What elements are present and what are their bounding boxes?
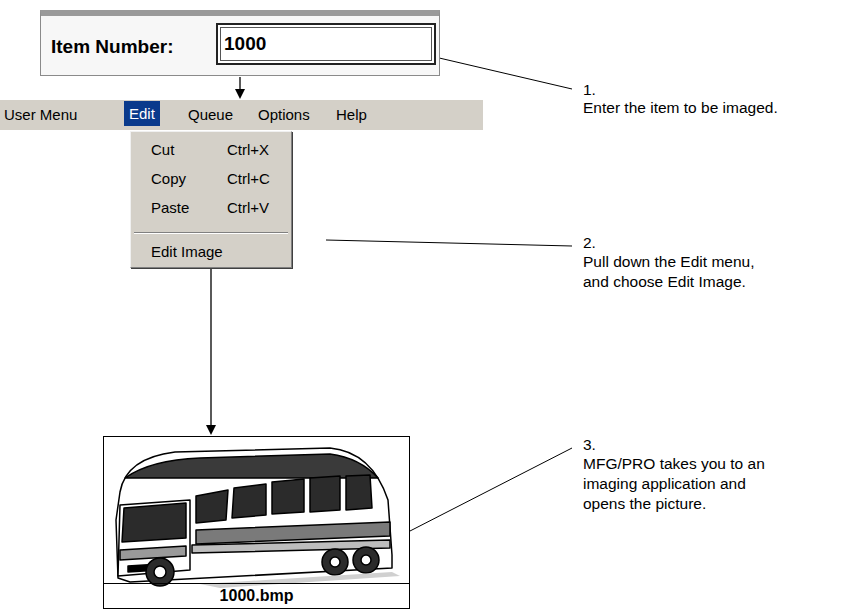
leader-line <box>410 448 572 531</box>
item-number-panel: 1000 Item Number: <box>40 10 440 76</box>
menu-command: Cut <box>151 141 174 158</box>
item-number-input: 1000 <box>216 23 436 65</box>
connector-line <box>239 77 240 90</box>
callout-number: 2. <box>583 233 596 253</box>
menu-item: Help <box>336 106 367 123</box>
arrowhead <box>206 425 216 435</box>
menu-command: Paste <box>151 199 189 216</box>
menu-shortcut: Ctrl+X <box>227 141 269 158</box>
menu-separator <box>134 232 288 234</box>
flow-arrow <box>235 77 245 99</box>
menu-shortcut: Ctrl+V <box>227 199 269 216</box>
menu-item: Options <box>258 106 310 123</box>
field-value: 1000 <box>224 33 266 55</box>
menu-command: Edit Image <box>151 243 223 260</box>
menu-item: User Menu <box>4 106 77 123</box>
arrowhead <box>235 89 245 99</box>
bus <box>116 448 400 588</box>
menu-item: Queue <box>188 106 233 123</box>
flow-arrow <box>206 269 216 435</box>
menu-bar: User Menu Edit Queue Options Help <box>0 100 483 130</box>
edit-dropdown-menu: Cut Ctrl+X Copy Ctrl+C Paste Ctrl+V Edit Image <box>130 131 292 268</box>
leader-line <box>326 240 572 246</box>
callout-text: MFG/PRO takes you to an imaging applicat… <box>583 454 788 514</box>
menu-command: Copy <box>151 170 186 187</box>
caption-rule <box>104 583 409 584</box>
callout-text: Enter the item to be imaged. <box>583 98 853 118</box>
menu-item-selected: Edit <box>124 101 160 126</box>
callout-number: 1. <box>583 80 596 100</box>
connector-line <box>210 269 211 426</box>
callout-number: 3. <box>583 435 596 455</box>
image-filename: 1000.bmp <box>104 587 409 605</box>
callout-text: Pull down the Edit menu, and choose Edit… <box>583 252 778 292</box>
image-frame: 1000.bmp <box>103 436 410 609</box>
field-label: Item Number: <box>51 36 173 58</box>
menu-shortcut: Ctrl+C <box>227 170 270 187</box>
